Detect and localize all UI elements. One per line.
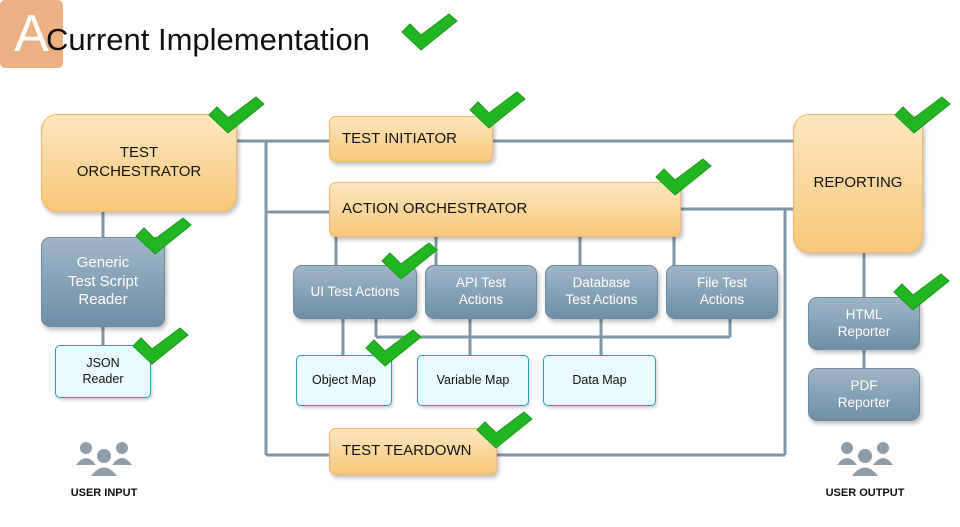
logo-letter: A (14, 5, 49, 63)
checkmark-icon (401, 13, 458, 51)
html-reporter-box: HTML Reporter (808, 297, 920, 350)
reporting-box: REPORTING (793, 114, 923, 253)
json-reader-box: JSON Reader (55, 345, 151, 398)
data-map-box: Data Map (543, 355, 656, 406)
checkmark-icon (655, 158, 712, 196)
generic-test-script-reader-box: Generic Test Script Reader (41, 237, 165, 327)
test-orchestrator-box: TEST ORCHESTRATOR (41, 114, 237, 212)
file-test-actions-box: File Test Actions (666, 265, 778, 319)
checkmark-icon (381, 242, 438, 280)
checkmark-icon (132, 327, 189, 365)
checkmark-icon (135, 217, 192, 255)
logo: A (0, 0, 63, 68)
checkmark-icon (365, 329, 422, 367)
object-map-box: Object Map (296, 355, 392, 406)
checkmark-icon (469, 91, 526, 129)
checkmark-icon (894, 96, 951, 134)
checkmark-icon (893, 273, 950, 311)
user-output-label: USER OUTPUT (825, 487, 905, 499)
test-initiator-box: TEST INITIATOR (329, 116, 493, 162)
users-icon (76, 442, 132, 476)
user-input-label: USER INPUT (70, 487, 138, 499)
checkmark-icon (208, 96, 265, 134)
test-teardown-box: TEST TEARDOWN (329, 428, 497, 475)
action-orchestrator-box: ACTION ORCHESTRATOR (329, 182, 681, 237)
database-test-actions-box: Database Test Actions (545, 265, 658, 319)
users-icon (837, 442, 893, 476)
api-test-actions-box: API Test Actions (425, 265, 537, 319)
checkmark-icon (476, 411, 533, 449)
variable-map-box: Variable Map (417, 355, 529, 406)
page-title: Current Implementation (46, 22, 370, 57)
pdf-reporter-box: PDF Reporter (808, 368, 920, 421)
